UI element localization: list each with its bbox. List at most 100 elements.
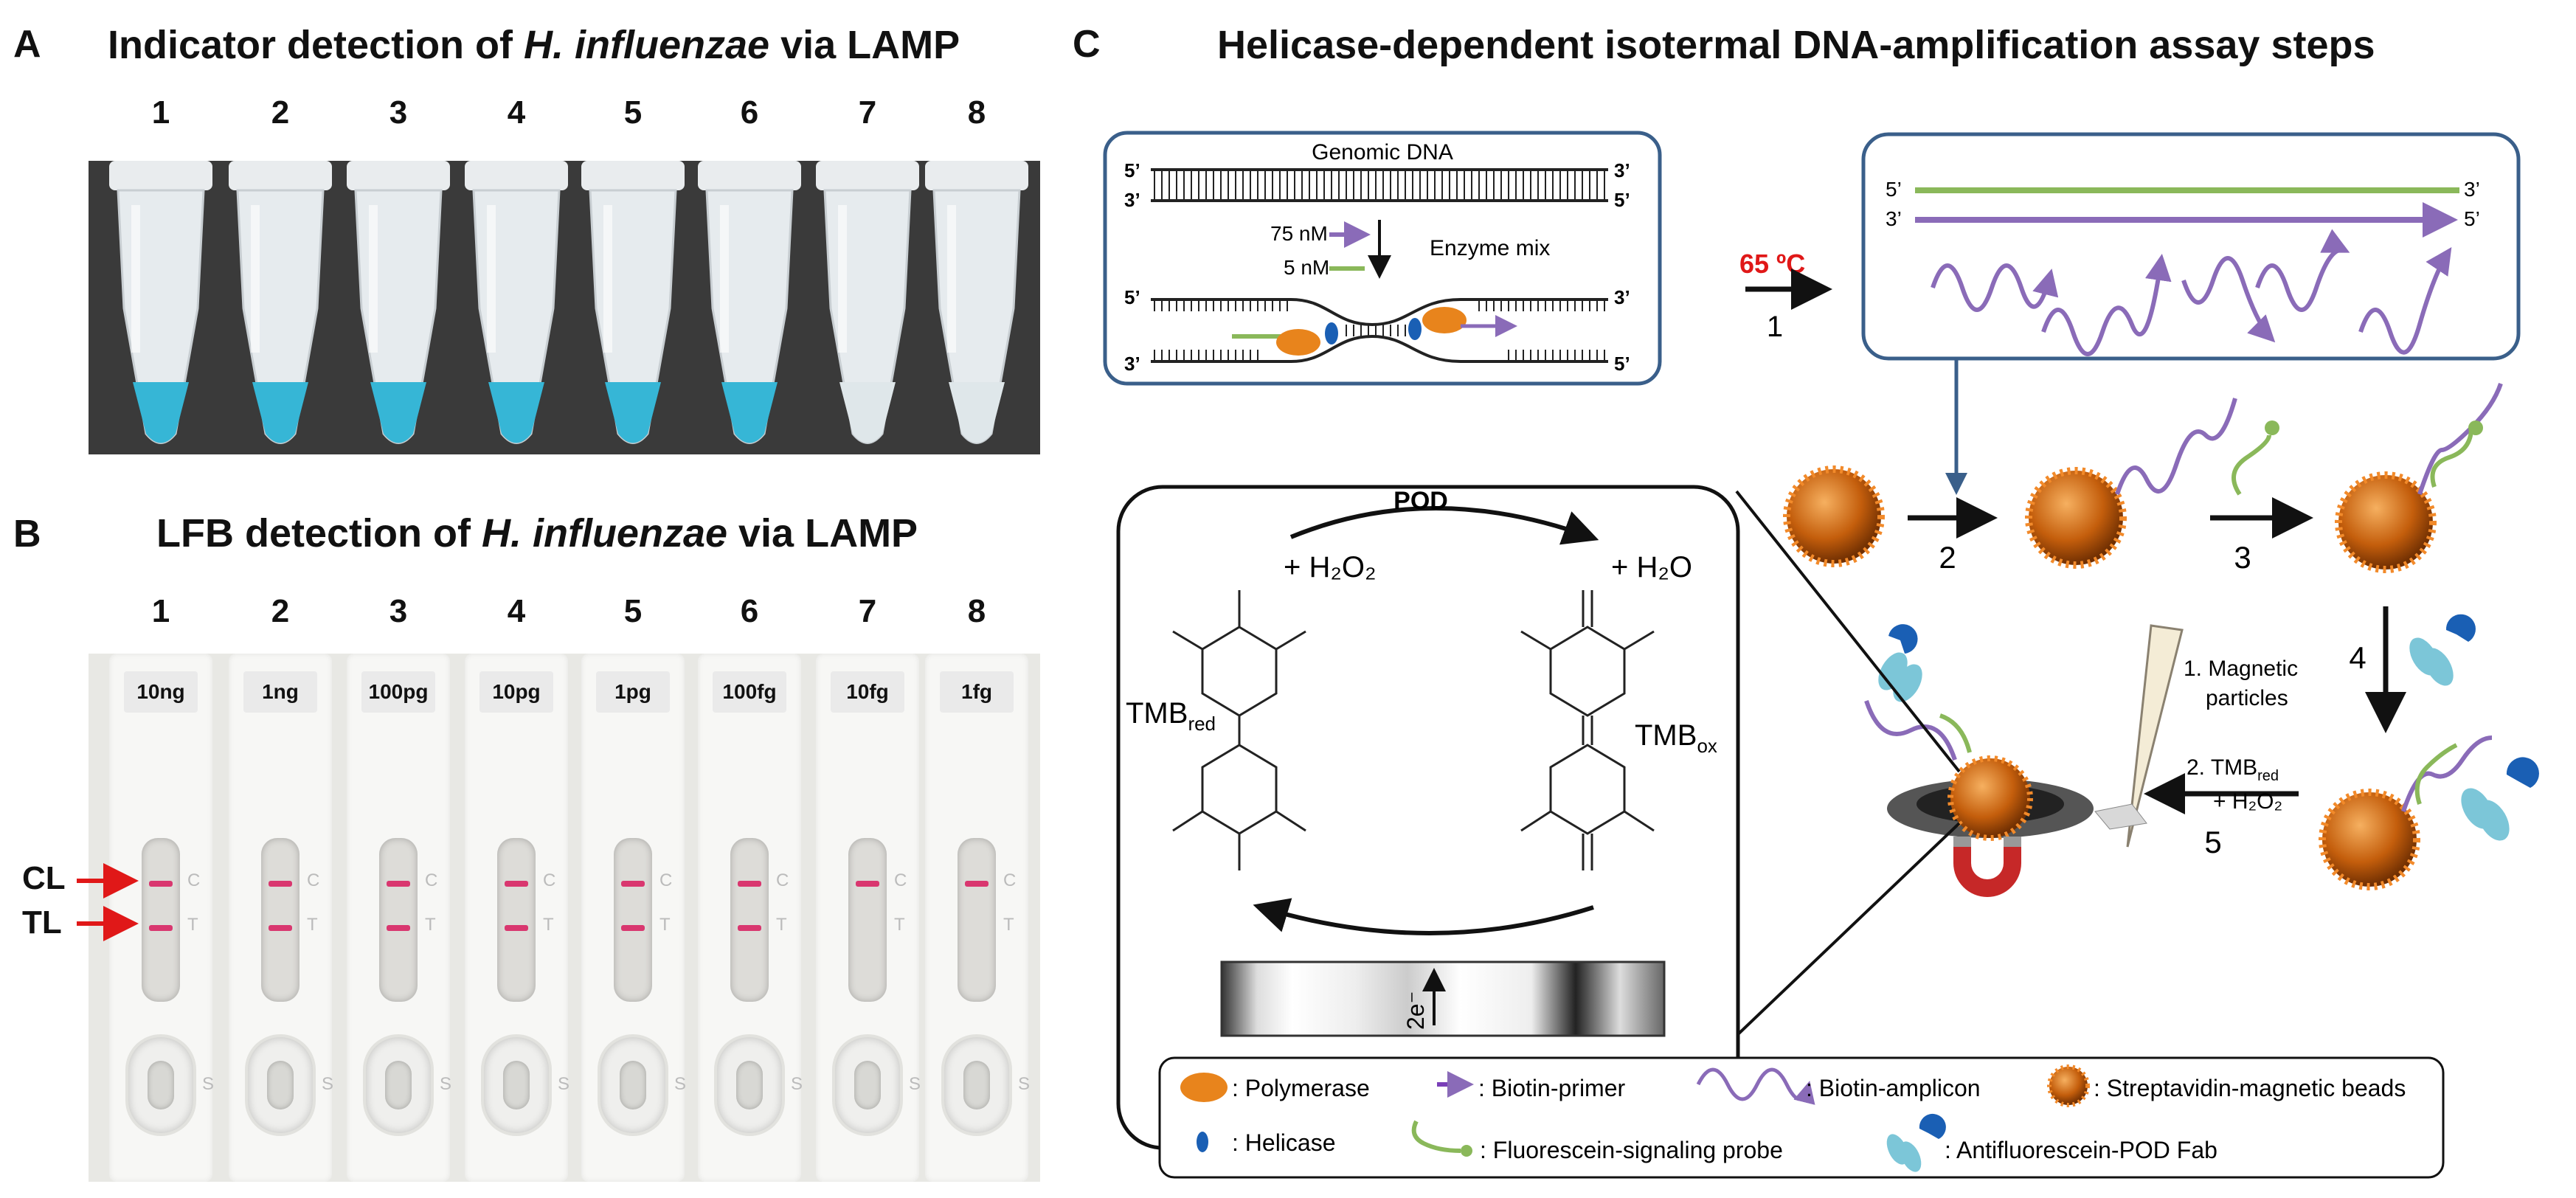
panel-a-title: Indicator detection of H. influenzae via… <box>108 22 960 68</box>
two-e-label: 2e⁻ <box>1402 991 1429 1030</box>
amp-5prime: 5’ <box>1886 178 1902 201</box>
strip-label: 100fg <box>713 671 786 713</box>
legend-helicase-icon <box>1197 1132 1208 1152</box>
panel-a-letter: A <box>13 23 41 66</box>
panel-a-title-pre: Indicator detection of <box>108 23 524 67</box>
panel-b-title-post: via LAMP <box>727 511 918 555</box>
magnet-icon <box>1953 837 2021 897</box>
test-line <box>149 925 173 931</box>
legend-helicase: : Helicase <box>1232 1129 1336 1156</box>
dna-bottom-5prime: 5’ <box>1614 189 1630 211</box>
control-line <box>149 881 173 887</box>
panel-a-lane-4: 4 <box>507 94 526 131</box>
window-t-mark: T <box>187 915 198 935</box>
step5-particles: particles <box>2206 686 2288 710</box>
panel-b-lane-5: 5 <box>623 593 643 629</box>
panel-b-title-italic: H. influenzae <box>481 511 728 555</box>
panel-b-lane-8: 8 <box>967 593 986 629</box>
tube-2 <box>229 161 332 444</box>
fab-free <box>2409 614 2476 686</box>
legend-primer: : Biotin-primer <box>1478 1075 1626 1101</box>
well-s-mark: S <box>909 1074 921 1094</box>
window-c-mark: C <box>307 870 320 890</box>
dna-top-3prime: 3’ <box>1614 159 1630 181</box>
genomic-dna-label: Genomic DNA <box>1312 140 1453 165</box>
step4-num: 4 <box>2349 640 2366 675</box>
dna-bottom-3prime: 3’ <box>1124 189 1140 211</box>
panel-b-lane-3: 3 <box>389 593 408 629</box>
sample-well: S <box>366 1037 451 1133</box>
legend-polymerase: : Polymerase <box>1232 1075 1370 1101</box>
sample-well: S <box>128 1037 214 1133</box>
tube-7 <box>816 161 919 444</box>
window-t-mark: T <box>894 915 905 935</box>
bead-4 <box>2319 789 2420 890</box>
panel-a-lane-6: 6 <box>740 94 759 131</box>
window-t-mark: T <box>307 915 318 935</box>
test-line <box>621 925 645 931</box>
panel-a-title-italic: H. influenzae <box>524 23 770 67</box>
window-c-mark: C <box>425 870 438 890</box>
panel-b-title-pre: LFB detection of <box>156 511 482 555</box>
panel-a-lane-8: 8 <box>967 94 986 131</box>
window-c-mark: C <box>776 870 789 890</box>
unwound-3prime-b: 3’ <box>1124 353 1140 375</box>
step3-num: 3 <box>2234 540 2251 575</box>
fab-bound <box>2461 757 2539 841</box>
legend-beads: : Streptavidin-magnetic beads <box>2094 1075 2406 1101</box>
step5-h2o2: + H₂O₂ <box>2213 789 2282 814</box>
strip-label: 10fg <box>831 671 904 713</box>
strip-label: 100pg <box>361 671 435 713</box>
bead-2 <box>2025 467 2127 569</box>
temp-65c: 65 ºC <box>1739 249 1805 279</box>
h2o2-label: + H₂O₂ <box>1284 551 1377 584</box>
unwound-bottom-strand <box>1151 334 1608 363</box>
panel-b-lane-7: 7 <box>858 593 877 629</box>
amp-3prime-b: 3’ <box>1886 207 1902 230</box>
conc-75nm: 75 nM <box>1270 222 1328 245</box>
tmb-ox-structure <box>1520 590 1655 870</box>
panel-c-letter: C <box>1073 23 1101 66</box>
control-line <box>387 881 410 887</box>
unwound-top-strand <box>1151 298 1608 327</box>
tube-liquid-2 <box>252 382 308 443</box>
control-line <box>965 881 988 887</box>
tube-4 <box>465 161 568 444</box>
strip-label: 10pg <box>479 671 553 713</box>
well-s-mark: S <box>322 1074 334 1094</box>
tmb-red-label: TMBred <box>1126 697 1216 735</box>
pipette-tip <box>2126 624 2184 848</box>
test-line <box>269 925 292 931</box>
tube-liquid-8 <box>949 382 1005 443</box>
bead-5 <box>1947 755 2033 841</box>
control-line <box>269 881 292 887</box>
tmb-strip <box>1220 960 1666 1037</box>
tube-1 <box>109 161 212 444</box>
helicase-right <box>1408 318 1422 340</box>
window-c-mark: C <box>543 870 556 890</box>
well-s-mark: S <box>674 1074 687 1094</box>
panel-b-letter: B <box>13 513 41 555</box>
window-c-mark: C <box>1003 870 1017 890</box>
tube-8 <box>925 161 1028 444</box>
return-arrow <box>1253 898 1594 935</box>
tubes-svg <box>109 161 1028 444</box>
well-s-mark: S <box>202 1074 215 1094</box>
genomic-dna-ladder <box>1151 170 1608 201</box>
panel-a-title-post: via LAMP <box>769 23 960 67</box>
sample-well: S <box>717 1037 803 1133</box>
panel-b-lane-2: 2 <box>271 593 290 629</box>
window-t-mark: T <box>659 915 671 935</box>
helicase-left <box>1325 322 1338 344</box>
